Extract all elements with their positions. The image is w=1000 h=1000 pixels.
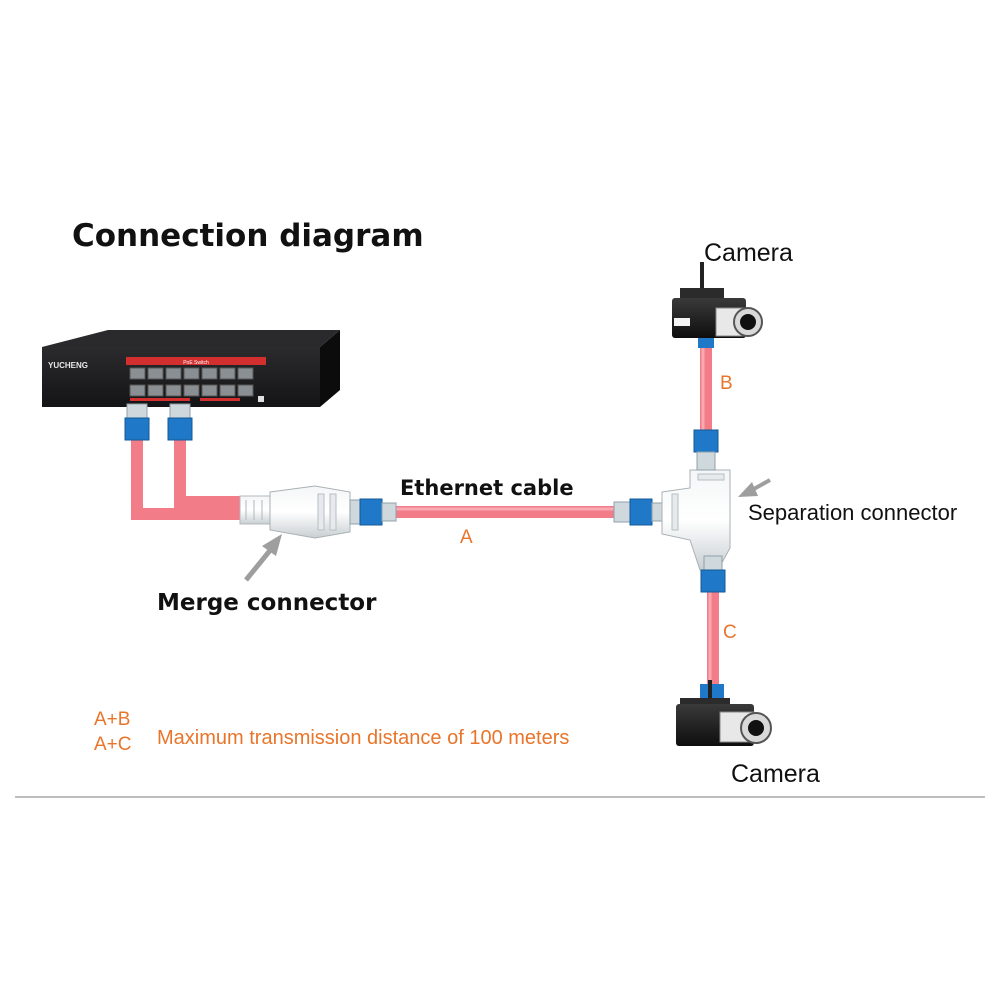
camera-bottom [676, 680, 772, 746]
camera-bottom-label: Camera [731, 760, 820, 788]
merge-connector [239, 485, 397, 539]
segment-a-label: A [460, 527, 473, 548]
merge-connector-label: Merge connector [157, 590, 377, 616]
merge-arrow [244, 534, 282, 582]
switch-side [320, 330, 340, 407]
cable-switch-port-1 [131, 440, 260, 520]
poe-switch [42, 330, 340, 407]
segment-c-label: C [723, 622, 737, 643]
cable-highlights [395, 345, 712, 685]
switch-port-group [129, 367, 254, 397]
switch-brand: YUCHENG [48, 361, 88, 370]
camera-top-label: Camera [704, 239, 793, 267]
legend-combo-ac: A+C [94, 734, 132, 755]
cables [131, 345, 719, 685]
diagram-title: Connection diagram [72, 218, 424, 254]
switch-plugs [124, 403, 193, 441]
cable-switch-port-2 [174, 440, 260, 508]
switch-panel-label: PoE Switch [183, 360, 209, 366]
legend-max-distance: Maximum transmission distance of 100 met… [157, 727, 570, 749]
switch-top [42, 330, 340, 347]
segment-b-label: B [720, 373, 733, 394]
switch-red-strip [126, 357, 266, 365]
top-branch-plug [693, 429, 719, 471]
separation-arrow [738, 478, 771, 497]
camera-top [672, 262, 763, 348]
legend-combo-ab: A+B [94, 709, 131, 730]
ethernet-cable-label: Ethernet cable [400, 476, 574, 500]
separation-connector-label: Separation connector [748, 500, 958, 525]
switch-power-led [258, 396, 264, 402]
switch-port-leds [130, 398, 240, 401]
bottom-branch-plug [700, 555, 726, 593]
separation-connector [613, 469, 731, 571]
